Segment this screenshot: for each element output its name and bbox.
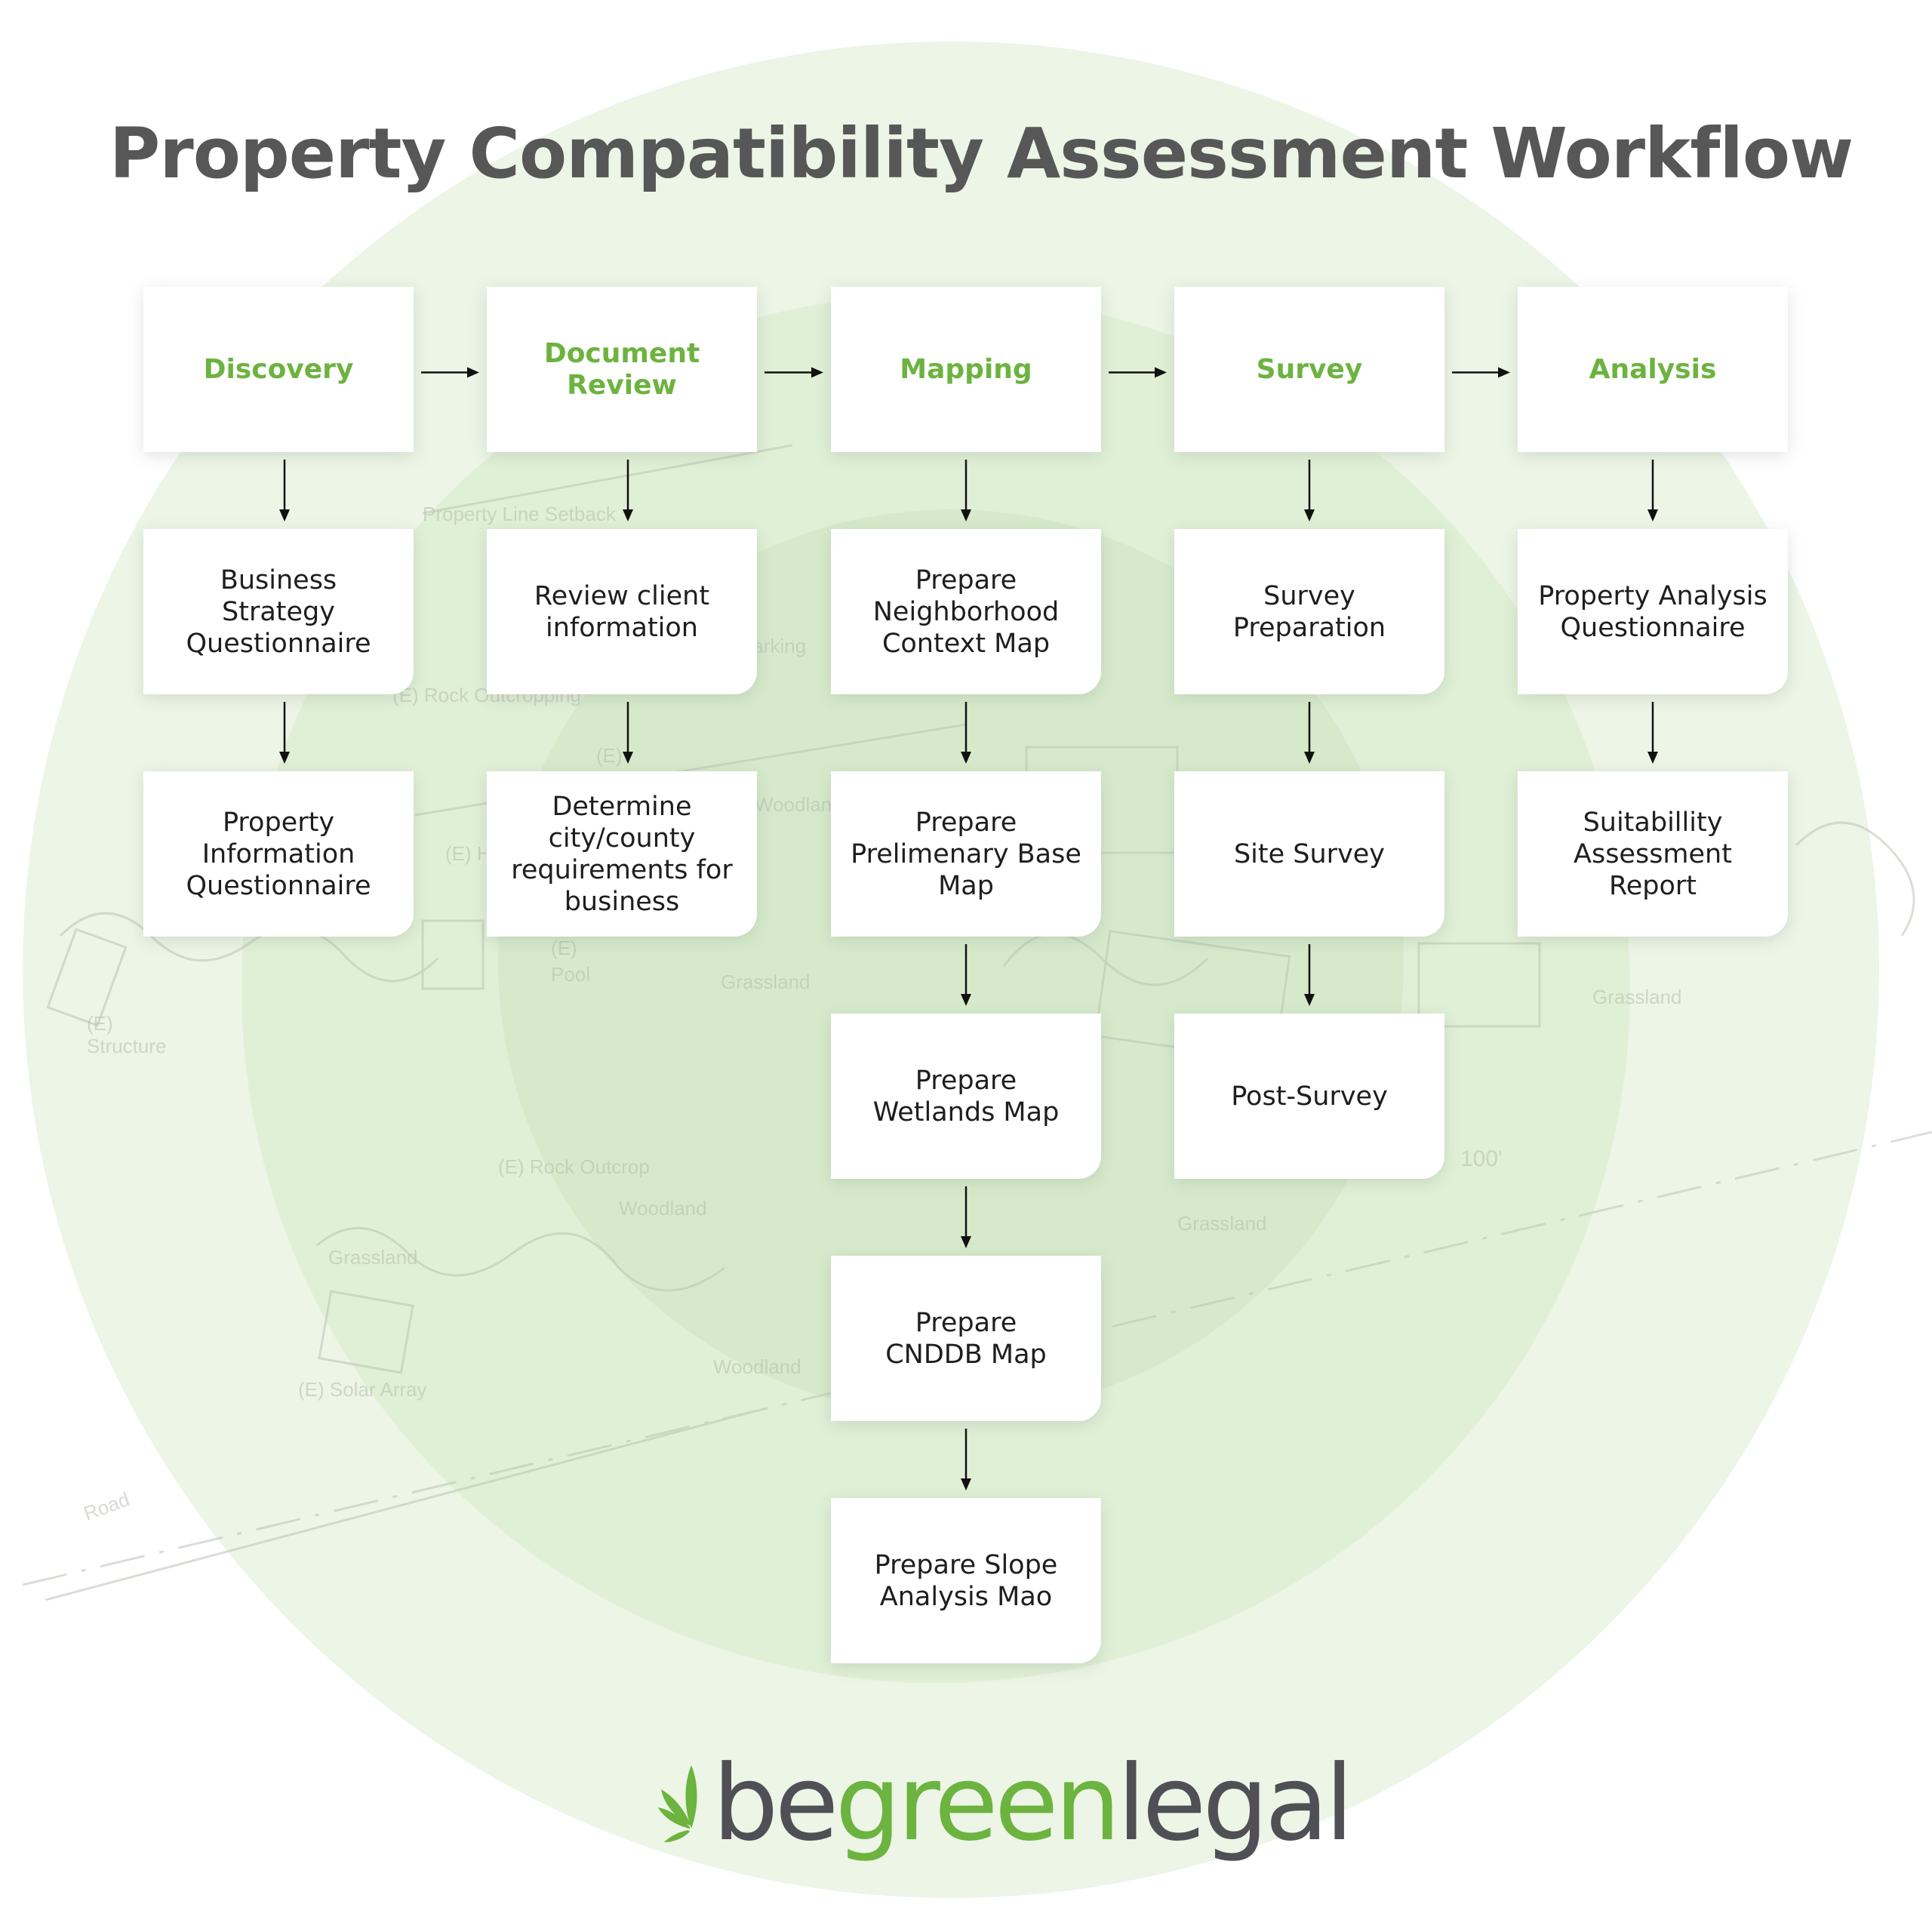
bg-label-woodland-1: Woodland <box>755 793 843 816</box>
phase-arrow-2 <box>1109 367 1167 378</box>
task-box-review-client-information: Review client information <box>487 529 757 694</box>
task-label: Site Survey <box>1233 838 1386 869</box>
begreenlegal-logo: begreenlegal <box>657 1743 1354 1864</box>
phase-arrow-1 <box>764 367 823 378</box>
task-label: Suitabillity Assessment Report <box>1574 807 1732 901</box>
step-arrow-0-1 <box>279 702 290 764</box>
task-box-post-survey: Post-Survey <box>1174 1014 1444 1179</box>
phase-arrow-3 <box>1452 367 1510 378</box>
bg-label-dimension: 100' <box>1460 1146 1503 1171</box>
bg-label-grassland-2: Grassland <box>1592 986 1682 1008</box>
task-box-site-survey: Site Survey <box>1174 771 1444 937</box>
task-label: Property Information Questionnaire <box>186 807 371 901</box>
task-box-wetlands-map: Prepare Wetlands Map <box>831 1014 1101 1179</box>
task-label: Determine city/county requirements for b… <box>511 791 733 917</box>
task-box-slope-analysis-map: Prepare Slope Analysis Mao <box>831 1498 1101 1663</box>
bg-label-pool: Pool <box>551 963 590 986</box>
page-title: Property Compatibility Assessment Workfl… <box>109 113 1854 194</box>
bg-label-existing: (E) <box>596 744 623 767</box>
task-box-business-strategy-questionnaire: Business Strategy Questionnaire <box>143 529 414 694</box>
phase-label-document-review: Document Review <box>543 337 700 401</box>
phase-label-mapping: Mapping <box>900 353 1032 385</box>
phase-box-mapping: Mapping <box>831 287 1101 452</box>
step-arrow-3-0 <box>1304 460 1315 521</box>
bg-label-grassland-3: Grassland <box>1177 1212 1267 1235</box>
bg-label-grassland-1: Grassland <box>721 971 811 993</box>
logo-part-legal: legal <box>1117 1743 1354 1864</box>
step-arrow-2-0 <box>961 460 971 521</box>
phase-arrow-0 <box>421 367 479 378</box>
step-arrow-2-4 <box>961 1429 971 1491</box>
task-box-cnddb-map: Prepare CNDDB Map <box>831 1256 1101 1421</box>
step-arrow-1-1 <box>623 702 633 764</box>
task-box-suitability-assessment-report: Suitabillity Assessment Report <box>1518 771 1788 937</box>
task-box-determine-requirements: Determine city/county requirements for b… <box>487 771 757 937</box>
bg-label-woodland-3: Woodland <box>713 1355 801 1378</box>
bg-label-grassland-4: Grassland <box>328 1246 418 1269</box>
task-label: Prepare Prelimenary Base Map <box>851 807 1081 901</box>
step-arrow-3-1 <box>1304 702 1315 764</box>
phase-label-discovery: Discovery <box>203 353 354 385</box>
task-label: Survey Preparation <box>1232 580 1386 643</box>
step-arrow-2-1 <box>961 702 971 764</box>
logo-part-be: be <box>712 1743 838 1864</box>
step-arrow-1-0 <box>623 460 633 521</box>
bg-label-setback: Property Line Setback <box>423 503 617 525</box>
bg-label-house: (E) H <box>445 842 491 865</box>
phase-box-discovery: Discovery <box>143 287 414 452</box>
step-arrow-4-0 <box>1647 460 1658 521</box>
cannabis-leaf-icon <box>658 1765 697 1842</box>
step-arrow-0-0 <box>279 460 290 521</box>
bg-label-rock-outcrop: (E) Rock Outcrop <box>498 1155 650 1178</box>
step-arrow-2-2 <box>961 944 971 1006</box>
step-arrow-2-3 <box>961 1186 971 1248</box>
task-label: Prepare Wetlands Map <box>872 1065 1060 1128</box>
phase-label-survey: Survey <box>1256 353 1363 385</box>
task-box-preliminary-base-map: Prepare Prelimenary Base Map <box>831 771 1101 937</box>
phase-box-document-review: Document Review <box>487 287 757 452</box>
task-label: Prepare CNDDB Map <box>885 1307 1047 1370</box>
bg-label-solar-array: (E) Solar Array <box>298 1378 427 1401</box>
task-box-survey-preparation: Survey Preparation <box>1174 529 1444 694</box>
phase-label-analysis: Analysis <box>1589 353 1717 385</box>
task-label: Business Strategy Questionnaire <box>186 565 371 659</box>
step-arrow-3-2 <box>1304 944 1315 1006</box>
bg-label-existing-3: (E) <box>87 1012 113 1035</box>
task-box-property-analysis-questionnaire: Property Analysis Questionnaire <box>1518 529 1788 694</box>
bg-label-structure: Structure <box>87 1035 167 1057</box>
step-arrow-4-1 <box>1647 702 1658 764</box>
task-label: Post-Survey <box>1231 1081 1388 1112</box>
task-label: Property Analysis Questionnaire <box>1538 580 1767 643</box>
logo-part-green: green <box>835 1743 1121 1864</box>
task-label: Prepare Neighborhood Context Map <box>872 565 1060 659</box>
task-box-property-information-questionnaire: Property Information Questionnaire <box>143 771 414 937</box>
task-box-neighborhood-context-map: Prepare Neighborhood Context Map <box>831 529 1101 694</box>
inner-circle <box>498 509 1404 1415</box>
bg-label-woodland-2: Woodland <box>619 1197 707 1220</box>
logo-wordmark: begreenlegal <box>712 1743 1354 1864</box>
task-label: Prepare Slope Analysis Mao <box>874 1549 1058 1612</box>
phase-box-analysis: Analysis <box>1518 287 1788 452</box>
bg-label-existing-2: (E) <box>551 937 577 959</box>
task-label: Review client information <box>534 580 710 643</box>
phase-box-survey: Survey <box>1174 287 1444 452</box>
